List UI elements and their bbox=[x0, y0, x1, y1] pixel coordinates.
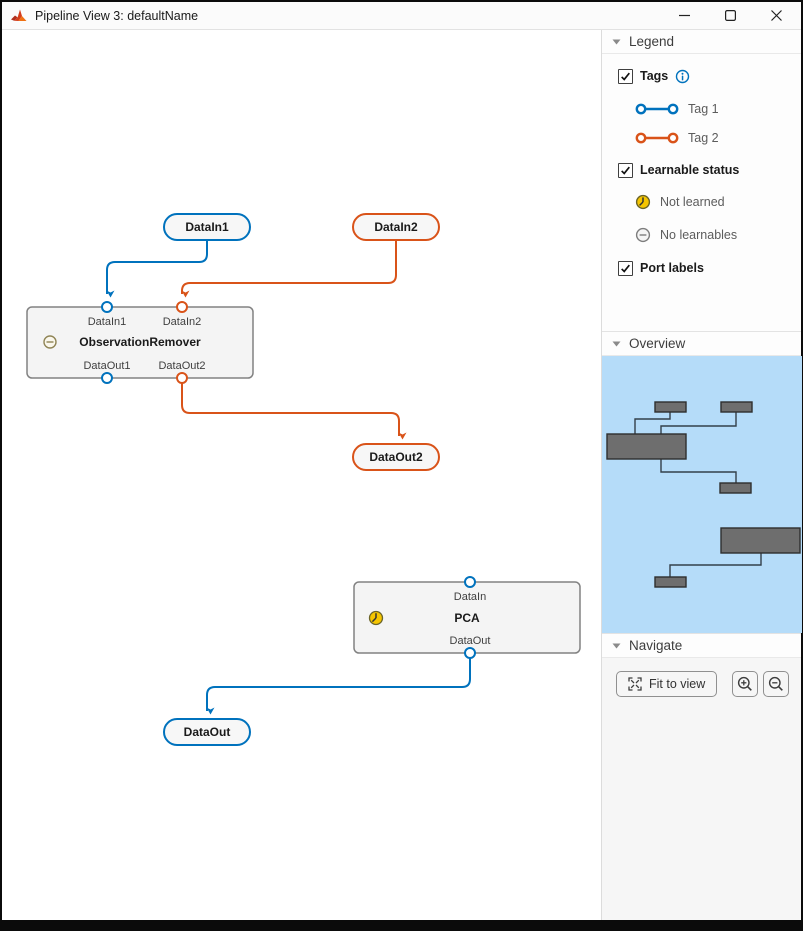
learnable-status-checkbox[interactable] bbox=[618, 162, 633, 178]
collapse-arrow-icon bbox=[612, 39, 621, 44]
maximize-button[interactable] bbox=[713, 3, 747, 29]
node-dataout2[interactable]: DataOut2 bbox=[352, 443, 440, 471]
checkmark-icon bbox=[621, 264, 630, 273]
node-datain2[interactable]: DataIn2 bbox=[352, 213, 440, 241]
sidebar-empty-area bbox=[602, 697, 801, 920]
tag2-line-sample-icon bbox=[635, 132, 679, 144]
node-datain2-label: DataIn2 bbox=[374, 220, 418, 234]
not-learned-row: Not learned bbox=[635, 191, 801, 213]
overview-minimap[interactable] bbox=[602, 356, 802, 633]
not-learned-label: Not learned bbox=[660, 195, 725, 209]
port-label-dataout: DataOut bbox=[450, 635, 491, 647]
port-in-datain1[interactable] bbox=[101, 301, 113, 313]
zoom-in-icon bbox=[737, 676, 752, 691]
node-datain1[interactable]: DataIn1 bbox=[163, 213, 251, 241]
tag2-legend-row: Tag 2 bbox=[635, 127, 801, 149]
edge-datain1-to-observationremover[interactable] bbox=[106, 240, 208, 298]
node-datain1-label: DataIn1 bbox=[185, 220, 229, 234]
port-label-dataout1: DataOut1 bbox=[83, 360, 130, 372]
window-body: DataIn1 DataIn2 DataIn1 DataIn2 Ob bbox=[2, 30, 802, 920]
collapse-arrow-icon bbox=[612, 643, 621, 648]
block-pca-name: PCA bbox=[454, 611, 480, 625]
collapse-arrow-icon bbox=[612, 341, 621, 346]
fit-to-view-button[interactable]: Fit to view bbox=[616, 671, 718, 697]
overview-header-label: Overview bbox=[629, 336, 686, 351]
tag1-line-sample-icon bbox=[635, 103, 679, 115]
port-label-datain2: DataIn2 bbox=[163, 316, 202, 328]
minimize-button[interactable] bbox=[667, 3, 701, 29]
block-observationremover[interactable]: DataIn1 DataIn2 ObservationRemover DataO… bbox=[26, 301, 254, 384]
titlebar: Pipeline View 3: defaultName bbox=[2, 2, 801, 30]
minimap-edges bbox=[634, 412, 762, 577]
port-labels-checkbox[interactable] bbox=[618, 260, 633, 276]
sidebar: Legend Tags bbox=[601, 30, 802, 920]
navigate-content: Fit to view bbox=[602, 658, 801, 697]
edge-observationremover-to-dataout2[interactable] bbox=[181, 383, 407, 440]
minus-circle-icon bbox=[635, 227, 651, 243]
window-controls bbox=[655, 3, 793, 29]
zoom-in-button[interactable] bbox=[732, 671, 758, 697]
port-out-dataout[interactable] bbox=[464, 647, 476, 659]
legend-content: Tags Tag 1 bbox=[602, 54, 801, 331]
close-icon bbox=[770, 10, 782, 21]
legend-header-label: Legend bbox=[629, 34, 675, 49]
pipeline-canvas[interactable]: DataIn1 DataIn2 DataIn1 DataIn2 Ob bbox=[2, 30, 601, 920]
overview-section-header[interactable]: Overview bbox=[602, 331, 801, 356]
port-label-dataout2: DataOut2 bbox=[158, 360, 205, 372]
zoom-buttons bbox=[732, 671, 789, 697]
tags-checkbox[interactable] bbox=[618, 68, 633, 84]
zoom-out-button[interactable] bbox=[763, 671, 789, 697]
pipeline-diagram: DataIn1 DataIn2 DataIn1 DataIn2 Ob bbox=[26, 213, 581, 746]
navigate-header-label: Navigate bbox=[629, 638, 683, 653]
node-dataout2-label: DataOut2 bbox=[369, 450, 423, 464]
minimap-blocks bbox=[606, 401, 801, 588]
no-learnables-row: No learnables bbox=[635, 224, 801, 246]
not-learned-icon bbox=[368, 610, 384, 626]
matlab-logo-icon bbox=[11, 9, 27, 21]
port-label-datain1: DataIn1 bbox=[88, 316, 127, 328]
no-learnables-label: No learnables bbox=[660, 228, 738, 242]
no-learnables-icon bbox=[43, 335, 57, 349]
fit-to-view-icon bbox=[628, 677, 642, 691]
tags-label: Tags bbox=[640, 69, 669, 83]
node-dataout-label: DataOut bbox=[184, 725, 231, 739]
checkmark-icon bbox=[621, 166, 630, 175]
window-title: Pipeline View 3: defaultName bbox=[35, 8, 199, 23]
tags-checkbox-row: Tags bbox=[618, 65, 801, 87]
learnable-status-checkbox-row: Learnable status bbox=[618, 159, 801, 181]
tag1-legend-row: Tag 1 bbox=[635, 98, 801, 120]
port-labels-label: Port labels bbox=[640, 261, 704, 275]
close-button[interactable] bbox=[759, 3, 793, 29]
info-icon[interactable] bbox=[675, 69, 690, 84]
fit-to-view-label: Fit to view bbox=[649, 677, 706, 691]
block-observationremover-name: ObservationRemover bbox=[79, 335, 201, 349]
checkmark-icon bbox=[621, 72, 630, 81]
port-labels-checkbox-row: Port labels bbox=[618, 257, 801, 279]
tag2-label: Tag 2 bbox=[688, 131, 719, 145]
legend-section-header[interactable]: Legend bbox=[602, 30, 801, 54]
edge-datain2-to-observationremover[interactable] bbox=[181, 240, 397, 298]
node-dataout[interactable]: DataOut bbox=[163, 718, 251, 746]
port-label-datain: DataIn bbox=[454, 591, 486, 603]
port-in-datain[interactable] bbox=[464, 576, 476, 588]
tag1-label: Tag 1 bbox=[688, 102, 719, 116]
maximize-icon bbox=[724, 10, 736, 21]
port-out-dataout1[interactable] bbox=[101, 372, 113, 384]
learnable-status-label: Learnable status bbox=[640, 163, 740, 177]
clock-icon bbox=[635, 194, 651, 210]
zoom-out-icon bbox=[768, 676, 783, 691]
block-pca[interactable]: DataIn PCA DataOut bbox=[353, 576, 581, 659]
minimize-icon bbox=[678, 14, 690, 17]
port-in-datain2[interactable] bbox=[176, 301, 188, 313]
edge-pca-to-dataout[interactable] bbox=[206, 658, 471, 715]
navigate-section-header[interactable]: Navigate bbox=[602, 633, 801, 658]
port-out-dataout2[interactable] bbox=[176, 372, 188, 384]
